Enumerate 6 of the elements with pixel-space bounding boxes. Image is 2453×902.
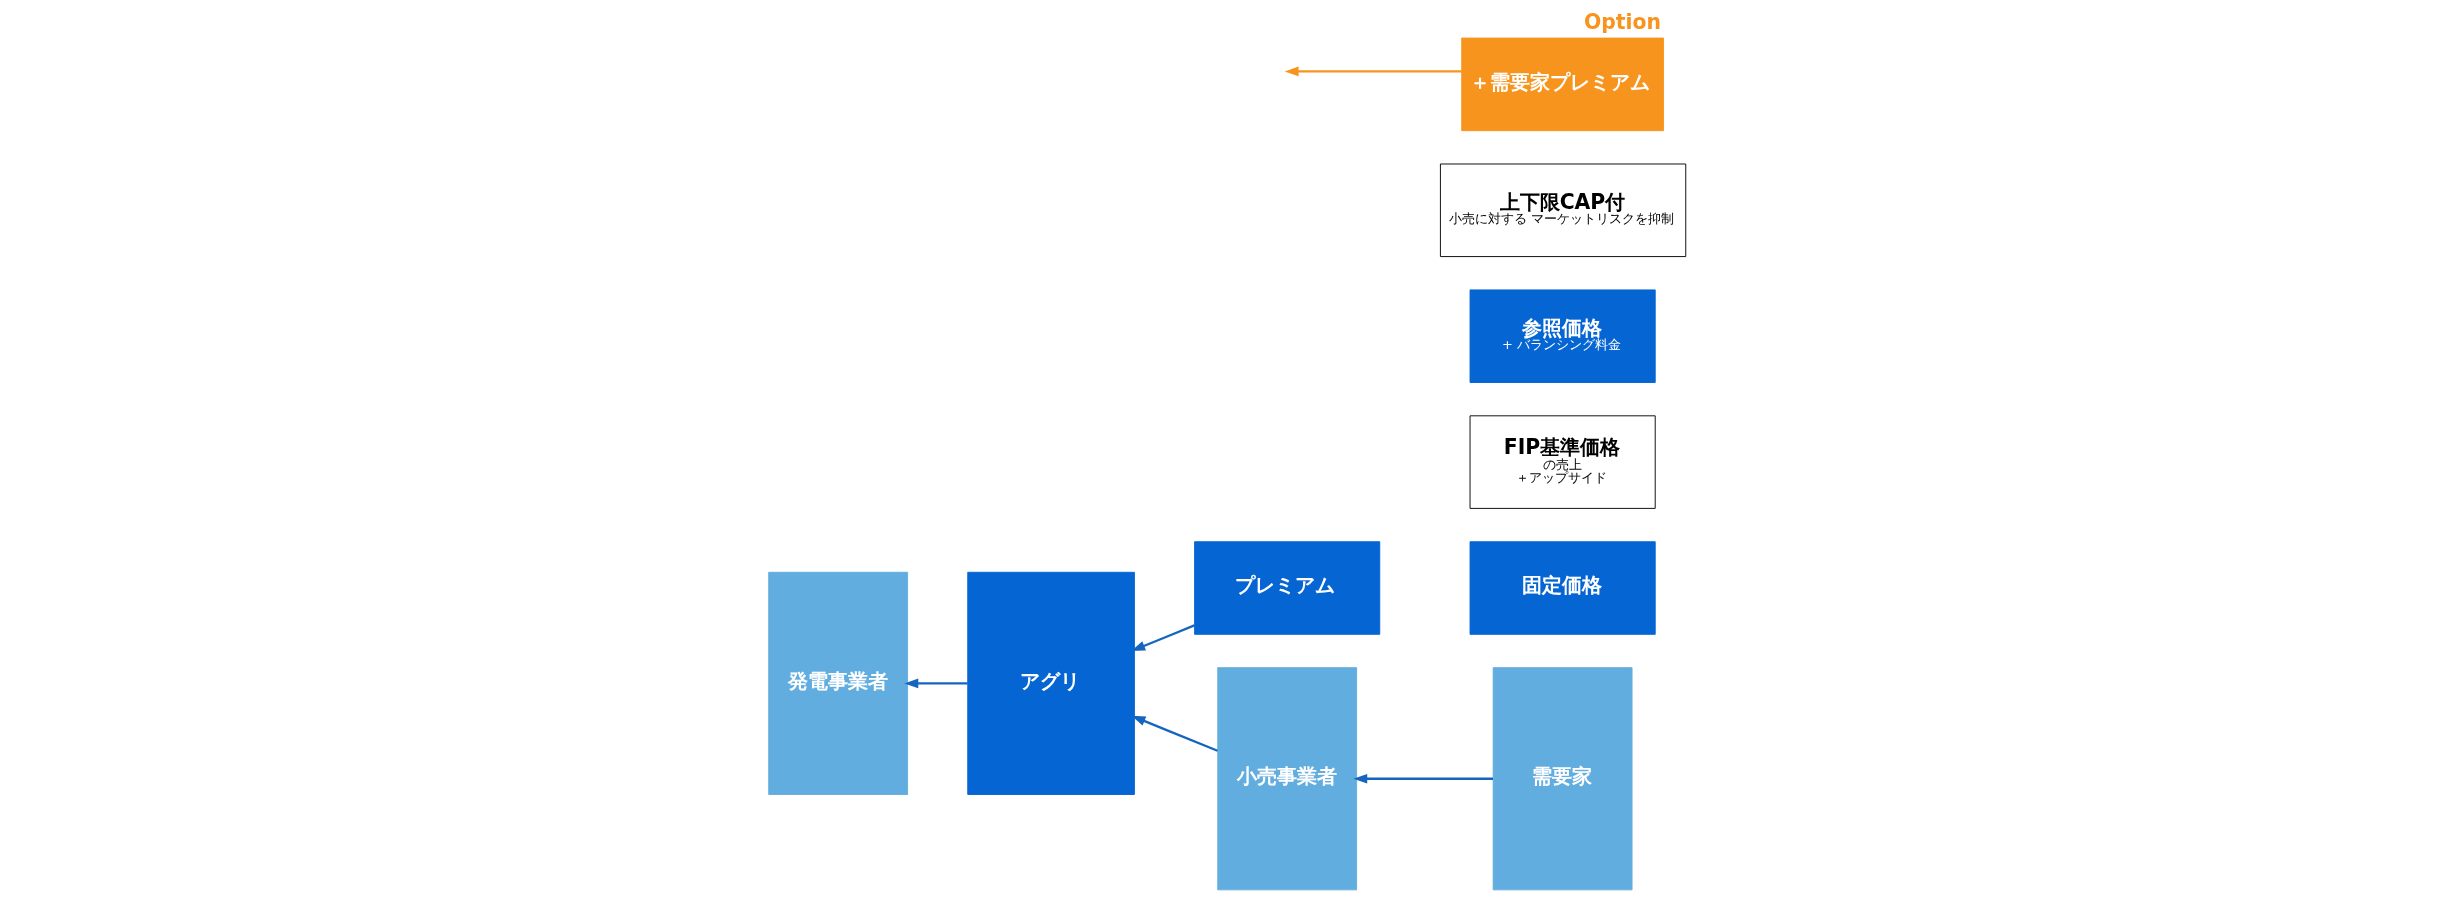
node-label: Option: [1583, 10, 1661, 35]
arrow: [1130, 624, 1195, 652]
arrow: [1131, 715, 1218, 752]
arrow: [1352, 773, 1493, 784]
arrow: [1284, 66, 1461, 77]
arrow: [903, 678, 968, 689]
